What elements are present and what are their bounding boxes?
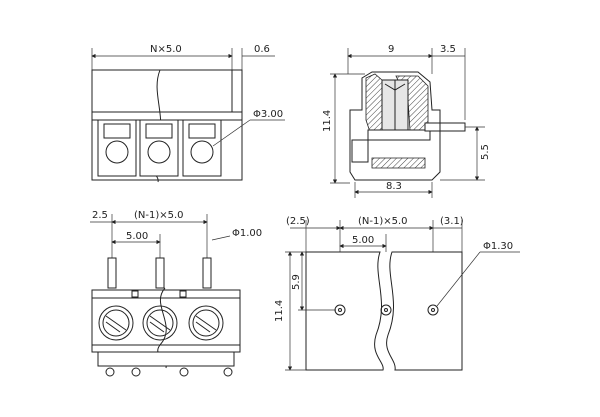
pcb-dim-right: (3.1): [440, 216, 464, 227]
pcb-dim-pitch-total: (N-1)×5.0: [358, 216, 408, 227]
top-pins: [107, 257, 212, 289]
side-dim-height: 11.4: [322, 110, 333, 132]
top-screws: [98, 305, 224, 341]
pcb-dim-left: (2.5): [286, 216, 310, 227]
side-dim-base-width: 8.3: [386, 181, 402, 192]
top-dim-edge: 2.5: [92, 210, 108, 221]
top-dim-pitch: 5.00: [126, 231, 148, 242]
top-dim-pitch-total: (N-1)×5.0: [134, 210, 184, 221]
side-dim-pin-height: 5.5: [480, 144, 491, 160]
front-view: N×5.0 0.6 Φ3.00: [91, 44, 285, 183]
front-dim-hole-dia: Φ3.00: [253, 109, 283, 120]
top-dim-pin-dia: Φ1.00: [232, 228, 262, 239]
pcb-holes: [334, 304, 439, 316]
front-dim-offset: 0.6: [254, 44, 270, 55]
pcb-dim-hole-y: 5.9: [291, 274, 302, 290]
side-dim-pin-protrusion: 3.5: [440, 44, 456, 55]
pcb-dim-pitch: 5.00: [352, 235, 374, 246]
front-dim-pitch-n: N×5.0: [150, 44, 182, 55]
top-view: 2.5 (N-1)×5.0 5.00 Φ1.00: [90, 210, 262, 377]
pcb-dim-hole-dia: Φ1.30: [483, 241, 513, 252]
side-dim-width: 9: [388, 44, 394, 55]
pcb-dim-height: 11.4: [274, 300, 285, 322]
side-view: 9 3.5 11.4 5.5 8.3: [322, 44, 491, 198]
front-wire-openings: [97, 119, 222, 177]
pcb-layout-view: (2.5) (N-1)×5.0 (3.1) 5.00 Φ1.30 11.4 5.…: [274, 216, 520, 371]
